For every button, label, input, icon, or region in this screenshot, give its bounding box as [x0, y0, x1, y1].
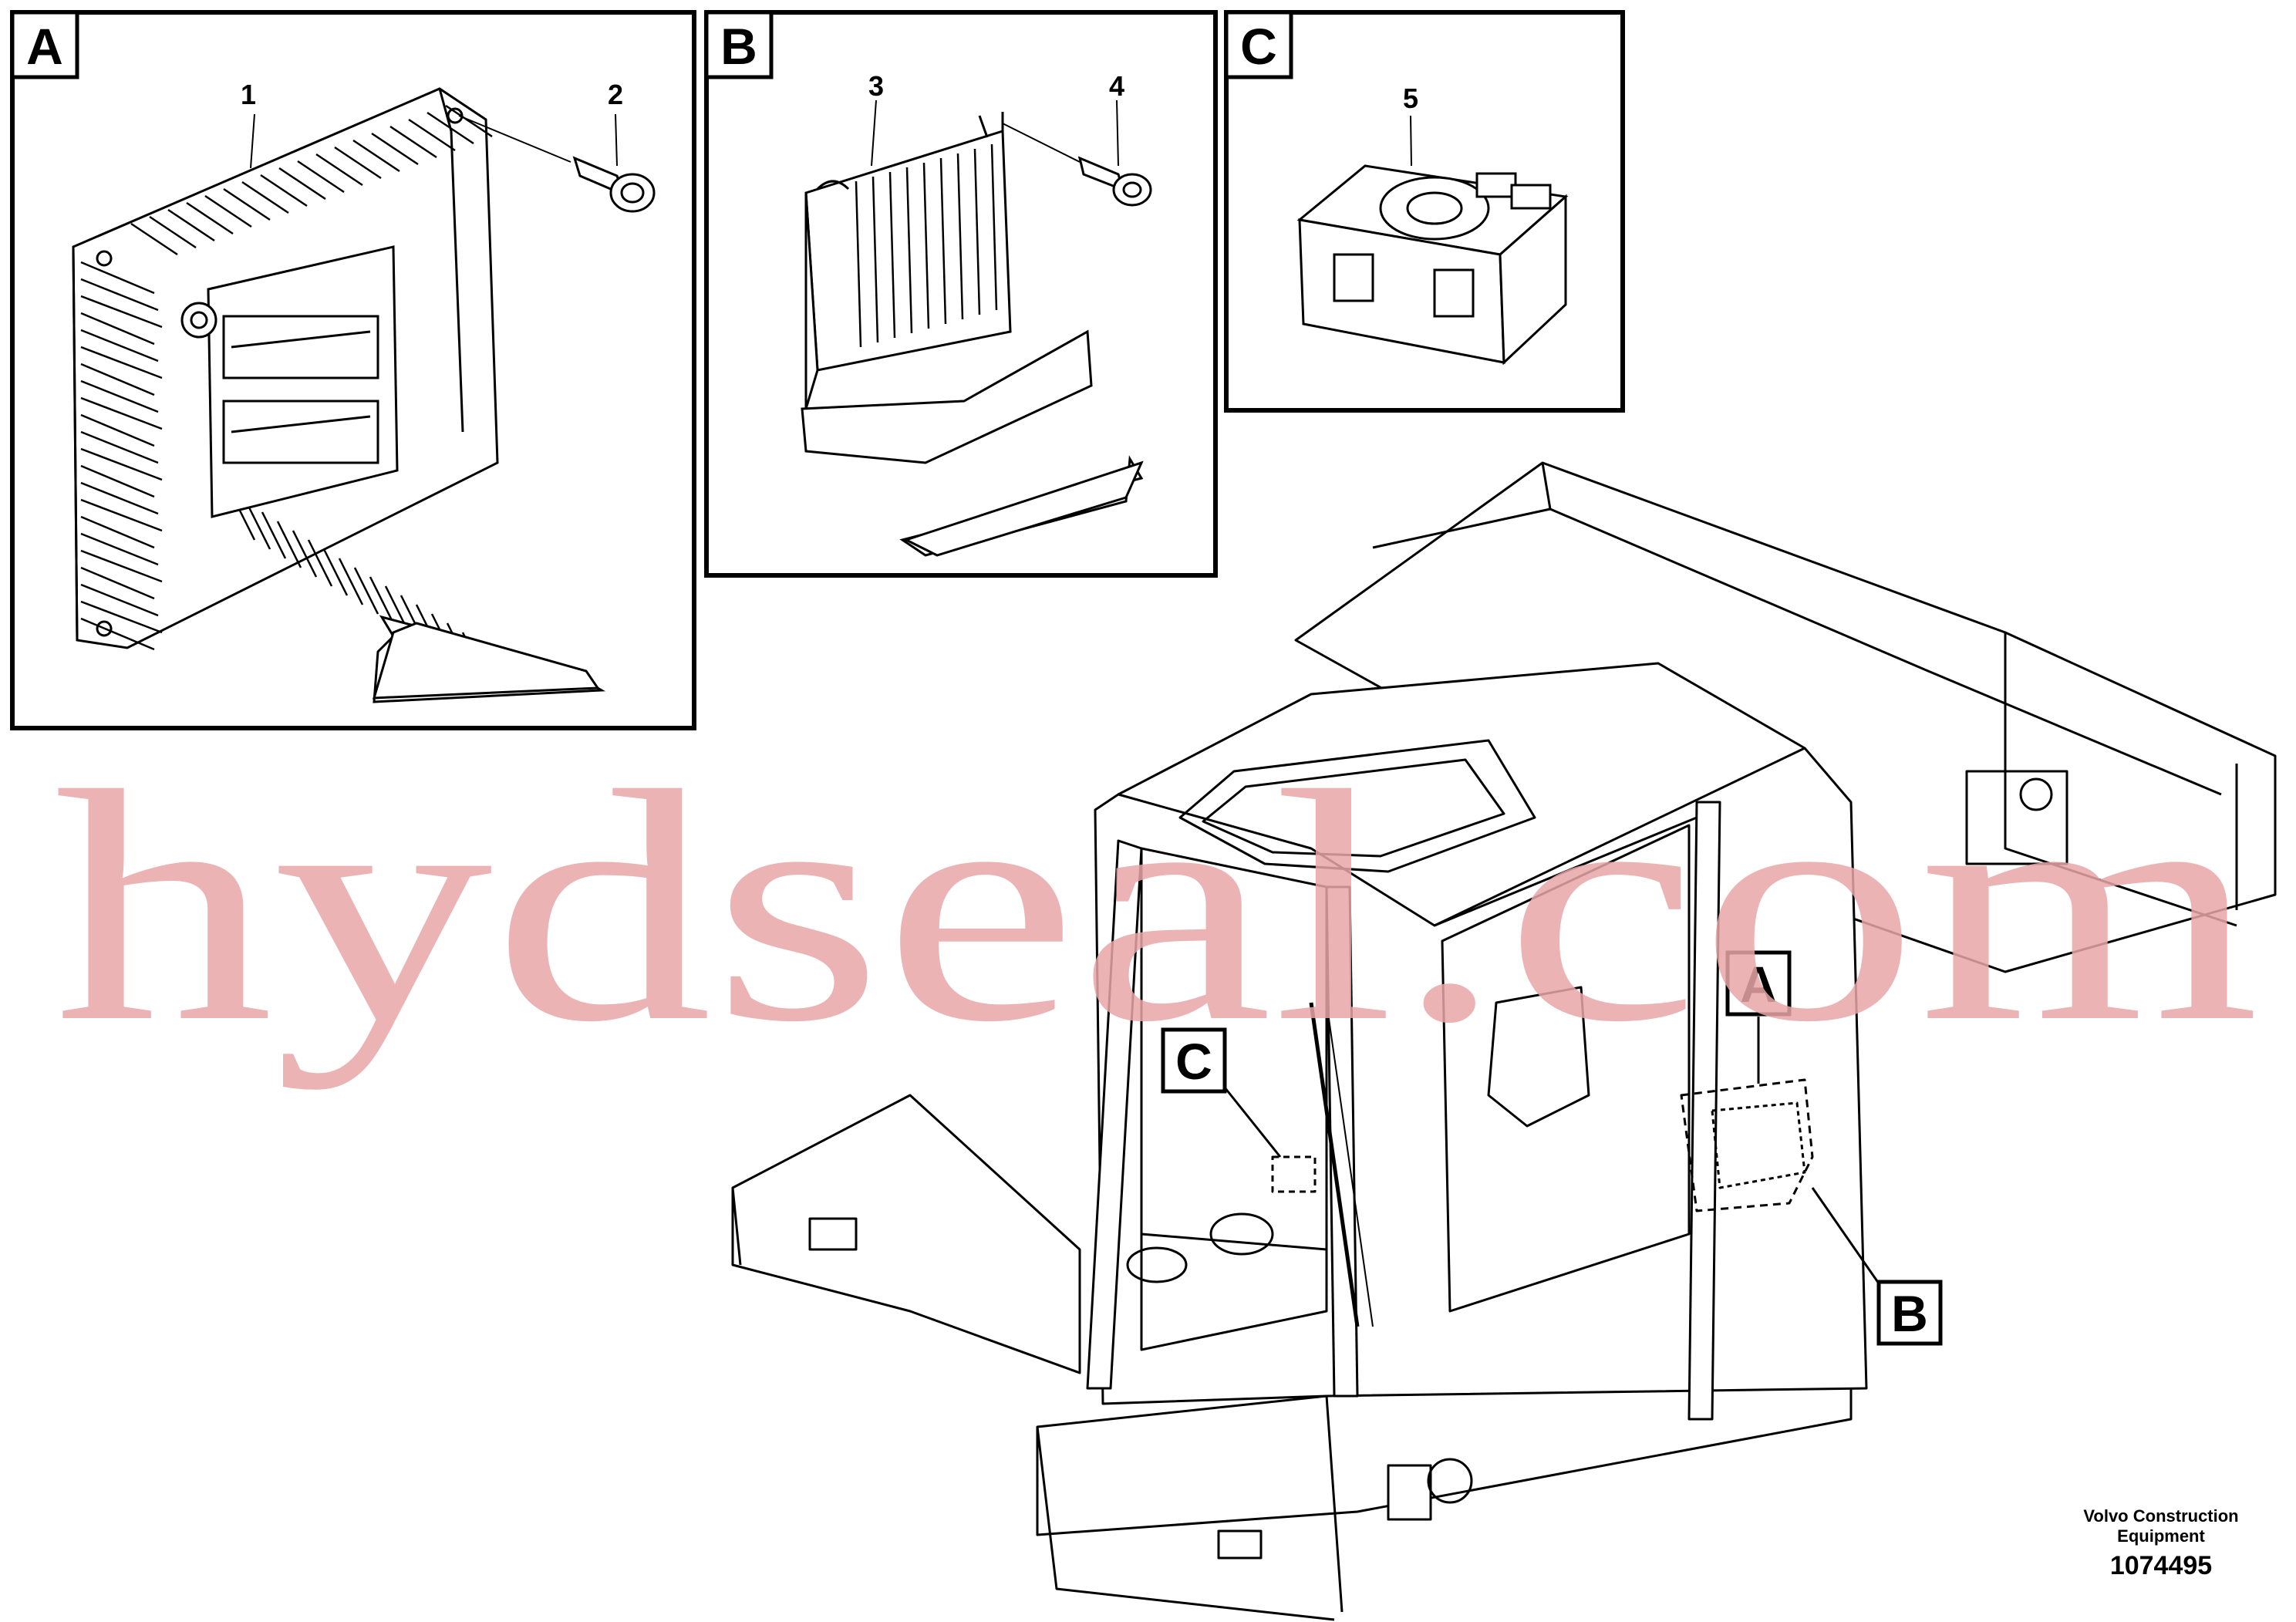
heat-sink-fin [445, 104, 493, 138]
heat-sink-fin [353, 567, 379, 615]
controller-fin [872, 176, 879, 343]
heat-sink-fin [369, 576, 395, 624]
svg-text:C: C [1175, 1033, 1212, 1090]
heat-sink-fin [80, 261, 155, 295]
heat-sink-fin [371, 132, 419, 166]
heat-sink-fin [426, 111, 474, 145]
heat-sink-fin [80, 430, 159, 464]
callout-2: 2 [608, 79, 623, 110]
panel-c-letter: C [1240, 18, 1277, 75]
panel-b-letter: B [720, 18, 757, 75]
heat-sink-fin [130, 222, 178, 256]
callout-3: 3 [868, 70, 884, 102]
heat-sink-fin [80, 312, 155, 346]
heat-sink-fin [80, 295, 163, 329]
heat-sink-fin [80, 515, 155, 549]
heat-sink-fin [80, 583, 159, 617]
controller-fin [956, 153, 964, 320]
heat-sink-fin [186, 201, 234, 235]
heat-sink-fin [276, 521, 302, 568]
heat-sink-fin [80, 617, 155, 651]
heat-sink-fin [80, 413, 155, 447]
panel-b: B 3 4 [704, 10, 1218, 578]
heat-sink-fin [80, 566, 155, 600]
company-name-line1: Volvo Construction [2083, 1506, 2238, 1526]
heat-sink-fin [80, 379, 159, 413]
panel-a: A [10, 10, 696, 730]
heat-sink-fin [334, 146, 382, 180]
heat-sink-fin [80, 481, 159, 515]
callout-5: 5 [1403, 83, 1418, 114]
heat-sink-fin [307, 539, 333, 587]
controller-fin [855, 180, 862, 348]
controller-fin [888, 171, 896, 339]
heat-sink-fin [80, 396, 163, 430]
heat-sink-fin [389, 125, 437, 159]
excavator-cab-illustration [731, 461, 2277, 1621]
heat-sink-fin [149, 215, 197, 249]
heat-sink-fin [322, 548, 349, 596]
controller-fin [990, 143, 998, 311]
heat-sink-fin [80, 532, 159, 566]
drawing-footer: Volvo Construction Equipment 1074495 [2083, 1506, 2238, 1580]
heat-sink-fin [80, 447, 163, 481]
locator-label-c: C [1161, 1027, 1282, 1158]
controller-fin [922, 162, 930, 329]
heat-sink-fin [278, 167, 326, 201]
company-name-line2: Equipment [2117, 1526, 2205, 1546]
watermark-text: hydseal.com [54, 723, 2260, 1091]
heat-sink-fin [80, 600, 163, 634]
heat-sink-fin [338, 558, 364, 605]
heat-sink-fin [80, 329, 159, 363]
controller-unit-illustration [801, 112, 1093, 464]
heat-sink-fin [80, 464, 155, 498]
heat-sink-fin [80, 278, 159, 312]
heat-sink-fin [80, 363, 155, 396]
svg-text:B: B [1891, 1285, 1928, 1342]
heat-sink-fin [408, 118, 456, 152]
drawing-number: 1074495 [2110, 1551, 2212, 1580]
heat-sink-fin [80, 346, 163, 379]
heat-sink-fin [260, 174, 308, 207]
svg-text:A: A [1740, 956, 1777, 1013]
heat-sink-fin [167, 208, 215, 242]
heat-sink-fin [297, 160, 345, 194]
panel-c: C 5 [1224, 10, 1625, 413]
bolt-part-2-illustration [458, 115, 656, 213]
callout-4: 4 [1109, 70, 1124, 102]
locator-label-b: B [1811, 1187, 1943, 1346]
heat-sink-fin [80, 498, 163, 532]
heat-sink-fin [80, 549, 163, 583]
callout-1: 1 [241, 79, 256, 110]
heat-sink-fin [315, 153, 363, 187]
panel-a-letter: A [26, 18, 63, 75]
heat-sink-fin [241, 180, 289, 214]
controller-fin [905, 167, 913, 334]
heat-sink-fin [352, 139, 400, 173]
buzzer-unit-illustration [1296, 164, 1569, 366]
heat-sink-fin [223, 187, 271, 221]
heat-sink-fin [261, 511, 287, 559]
heat-sink-fin [204, 194, 252, 228]
heat-sink-fin [292, 530, 318, 578]
locator-label-a: A [1725, 950, 1792, 1084]
controller-fin [973, 148, 981, 315]
controller-fin [939, 157, 947, 325]
heat-sink-fin [245, 502, 271, 550]
bolt-part-4-illustration [1002, 123, 1152, 207]
ecu-module-illustration [72, 87, 499, 679]
